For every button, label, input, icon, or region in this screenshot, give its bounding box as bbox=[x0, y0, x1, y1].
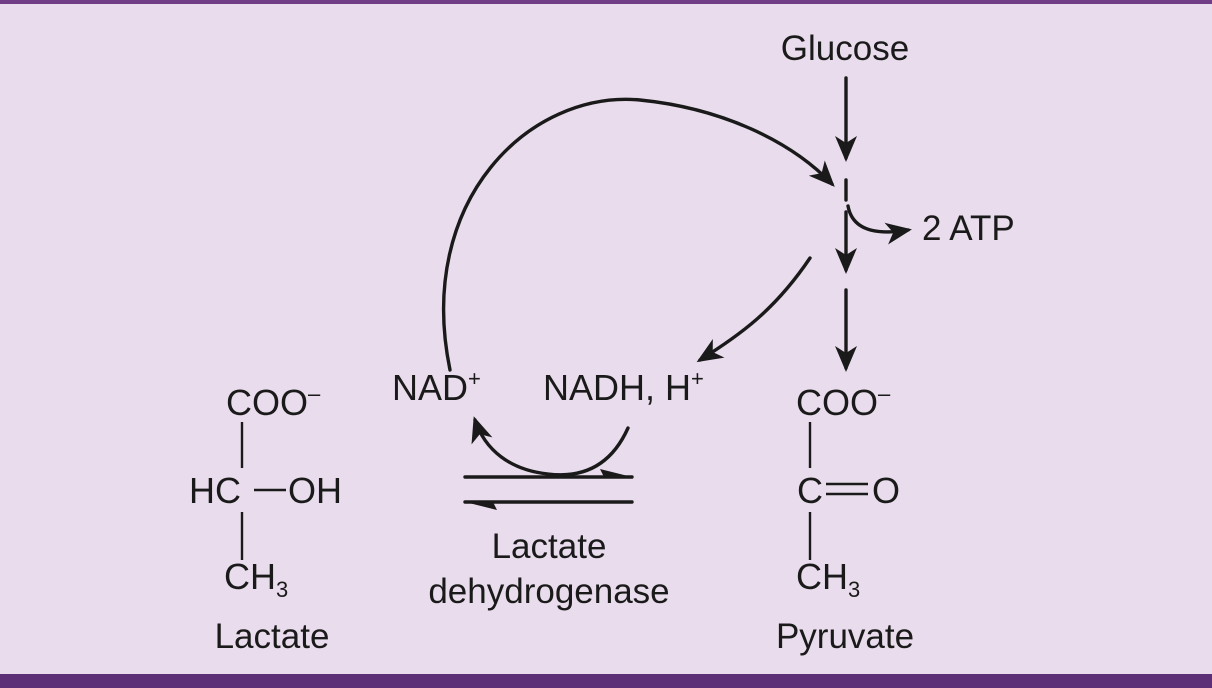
nad-to-glycolysis-arrow bbox=[441, 97, 835, 372]
nadh-label: NADH, H+ bbox=[543, 366, 704, 408]
pyruvate-oxygen: O bbox=[872, 470, 900, 511]
pyruvate-carbon: C bbox=[797, 470, 823, 511]
glycolysis-to-nadh-arrow bbox=[696, 256, 812, 363]
equilibrium-forward-head bbox=[600, 469, 632, 477]
lactate-carbon: HC bbox=[189, 470, 241, 511]
lactate-methyl: CH3 bbox=[224, 556, 288, 602]
equilibrium-reverse-head bbox=[465, 502, 497, 510]
nad-label: NAD+ bbox=[392, 366, 481, 408]
pyruvate-carboxylate: COO– bbox=[796, 381, 891, 423]
atp-label: 2 ATP bbox=[922, 209, 1015, 248]
enzyme-label-line1: Lactate bbox=[492, 527, 607, 566]
lactate-hydroxyl: OH bbox=[288, 470, 342, 511]
pyruvate-name: Pyruvate bbox=[776, 617, 914, 656]
enzyme-label-line2: dehydrogenase bbox=[428, 572, 669, 611]
lactate-carboxylate: COO– bbox=[226, 381, 321, 423]
lactate-name: Lactate bbox=[215, 617, 330, 656]
atp-arrow bbox=[846, 204, 912, 245]
glucose-label: Glucose bbox=[781, 29, 909, 68]
pyruvate-methyl: CH3 bbox=[796, 556, 860, 602]
nadh-to-nad-arrow bbox=[471, 416, 630, 477]
